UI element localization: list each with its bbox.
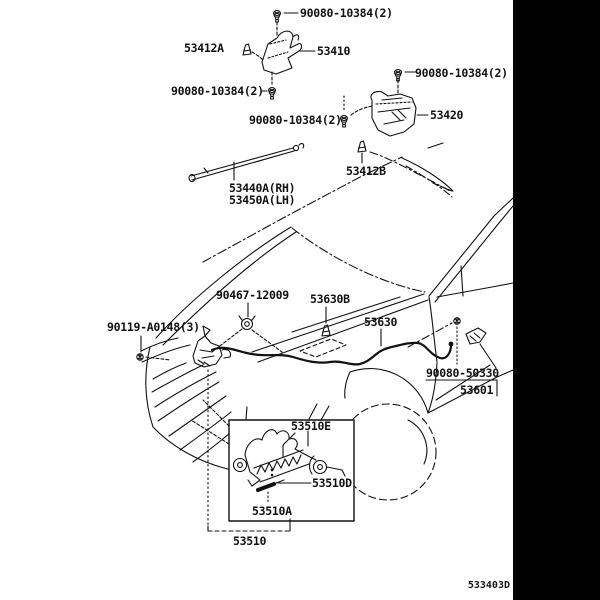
cable-clamp-53601-art	[407, 317, 498, 397]
car-body-art	[140, 142, 513, 501]
clip-icon	[357, 140, 367, 153]
part-label-53630[interactable]: 53630	[364, 315, 398, 329]
diagram-line-art	[136, 10, 513, 532]
part-label-90119-A0148[interactable]: 90119-A0148(3)	[107, 320, 200, 334]
part-label-53510A[interactable]: 53510A	[252, 504, 292, 518]
part-label-53450A-lh[interactable]: 53450A(LH)	[229, 193, 296, 207]
hood-hinge-53420-art	[340, 69, 429, 137]
bolt-icon	[136, 353, 144, 361]
screw-icon	[394, 69, 402, 82]
part-label-53420[interactable]: 53420	[430, 108, 464, 122]
part-label-53510E[interactable]: 53510E	[291, 419, 331, 433]
screw-icon	[268, 87, 276, 100]
inset-box-53510-art	[190, 399, 355, 532]
part-label-53412A[interactable]: 53412A	[184, 41, 224, 55]
part-label-90080-10384-top[interactable]: 90080-10384(2)	[300, 6, 393, 20]
part-label-53510D[interactable]: 53510D	[312, 476, 352, 490]
drawing-number: 533403D	[467, 580, 510, 591]
clip-53412B-art	[357, 140, 451, 192]
part-label-53630B[interactable]: 53630B	[310, 292, 350, 306]
part-label-53410[interactable]: 53410	[317, 44, 351, 58]
part-label-53601[interactable]: 53601	[460, 383, 494, 397]
hood-support-rod-art	[188, 143, 305, 183]
part-label-90467-12009[interactable]: 90467-12009	[216, 288, 289, 302]
part-label-90080-10384-mid[interactable]: 90080-10384(2)	[249, 113, 342, 127]
part-label-53440A-rh[interactable]: 53440A(RH)	[229, 181, 296, 195]
sheet-right-margin	[513, 0, 600, 600]
hood-lock-and-cable-art	[136, 302, 454, 531]
part-label-90080-10384-right[interactable]: 90080-10384(2)	[415, 66, 508, 80]
clip-53412A-icon	[242, 43, 252, 56]
bolt-icon	[453, 317, 461, 325]
part-label-53510[interactable]: 53510	[233, 534, 267, 548]
screw-icon	[273, 10, 281, 23]
part-label-90080-50330[interactable]: 90080-50330	[426, 366, 499, 380]
diagram-sheet: 90080-10384(2) 53412A 53410 90080-10384(…	[0, 0, 513, 600]
hood-hinge-53410-art	[242, 10, 316, 100]
part-label-53412B[interactable]: 53412B	[346, 164, 386, 178]
part-label-90080-10384-left[interactable]: 90080-10384(2)	[171, 84, 264, 98]
